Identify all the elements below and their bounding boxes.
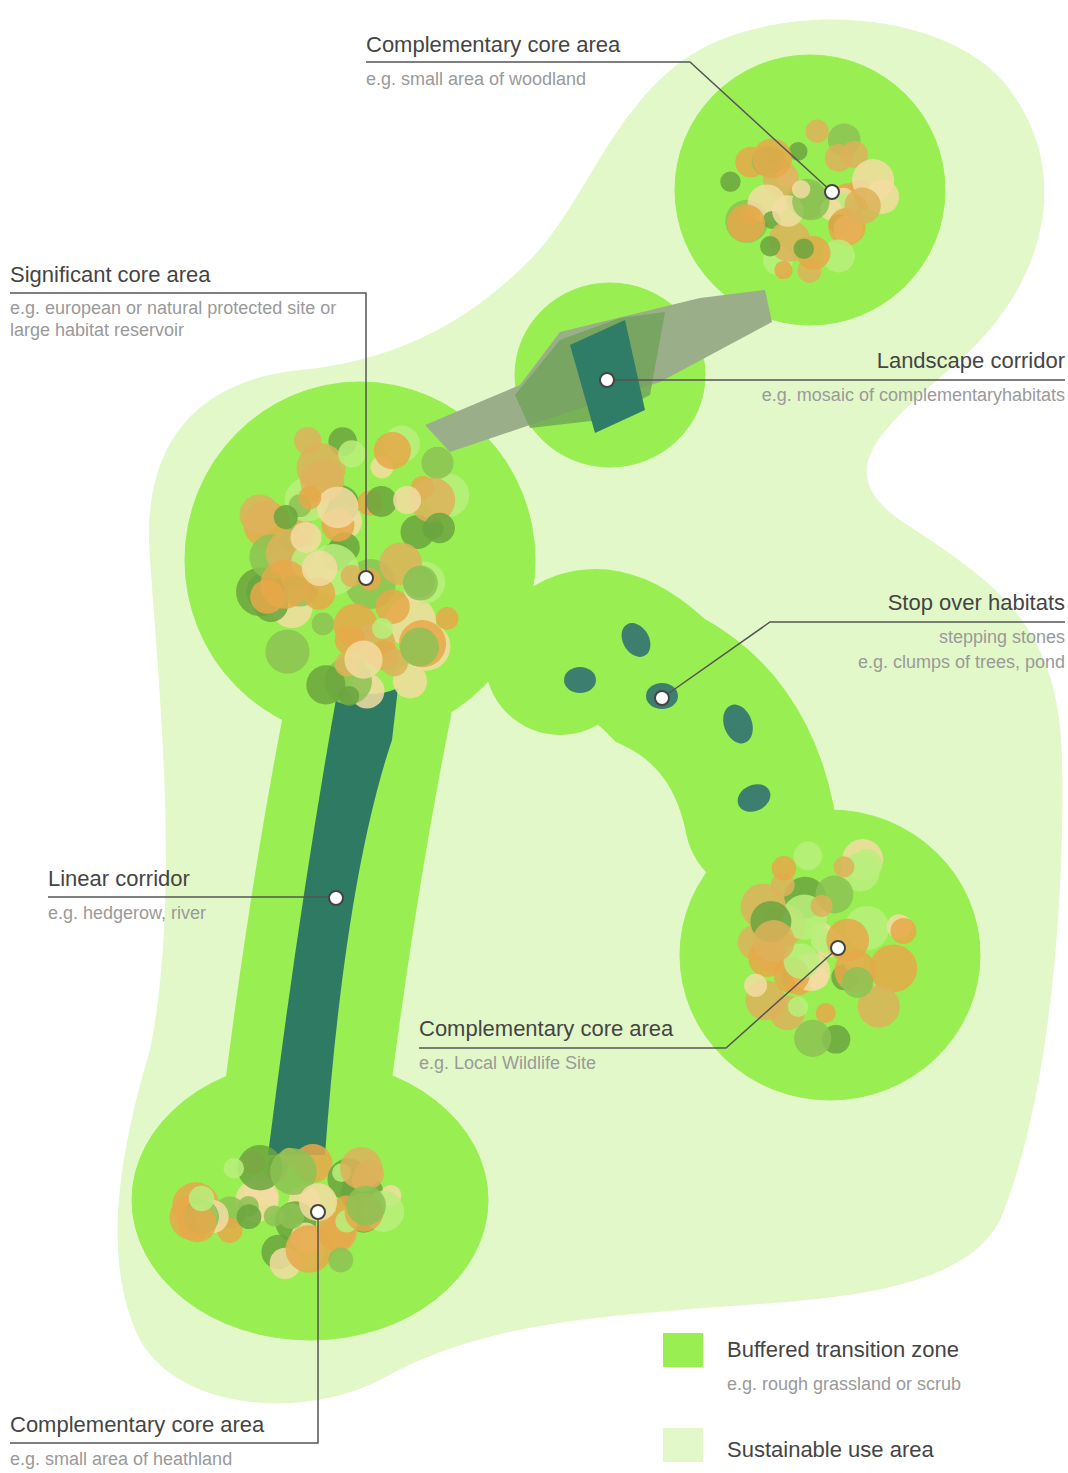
habitat-circle — [299, 1183, 337, 1221]
callout-title: Stop over habitats — [888, 590, 1065, 616]
habitat-circle — [299, 486, 322, 509]
legend-text: Sustainable use area — [727, 1437, 934, 1463]
callout-note: e.g. european or natural protected site … — [10, 297, 340, 341]
habitat-circle — [744, 974, 767, 997]
habitat-circle — [374, 432, 411, 469]
habitat-circle — [400, 628, 439, 667]
leader-lines — [10, 62, 1065, 1443]
habitat-circle — [834, 856, 855, 877]
habitat-circle — [794, 239, 814, 259]
callout-title: Landscape corridor — [877, 348, 1065, 374]
habitat-circle — [792, 180, 810, 198]
callout-title: Complementary core area — [419, 1016, 673, 1042]
habitat-circle — [772, 856, 797, 881]
habitat-circle — [359, 568, 382, 591]
habitat-circle — [421, 447, 453, 479]
habitat-circle — [328, 1248, 353, 1273]
habitat-circle — [852, 849, 882, 879]
callout-note: stepping stones — [939, 626, 1065, 648]
habitat-circle — [372, 618, 393, 639]
callout-note: e.g. Local Wildlife Site — [419, 1052, 596, 1074]
habitat-circle — [436, 607, 459, 630]
habitat-circle — [794, 842, 823, 871]
habitat-circle — [788, 997, 808, 1017]
linear-corridor-shape — [268, 688, 398, 1155]
habitat-circle — [825, 144, 853, 172]
habitat-circle — [317, 486, 359, 528]
legend-text: Buffered transition zone — [727, 1337, 959, 1363]
habitat-circle — [265, 630, 309, 674]
habitat-circle — [286, 1225, 334, 1273]
habitat-circle — [312, 613, 335, 636]
landscape-corridor-shape — [425, 290, 772, 452]
habitat-circle — [816, 1003, 836, 1023]
legend-swatch — [663, 1428, 703, 1462]
habitat-circle — [240, 495, 280, 535]
callout-note: e.g. small area of heathland — [10, 1448, 232, 1470]
legend-swatch — [663, 1333, 703, 1367]
habitat-circle — [399, 620, 446, 667]
callout-note: e.g. hedgerow, river — [48, 902, 206, 924]
callout-note: e.g. rough grassland or scrub — [727, 1373, 961, 1395]
habitat-circle — [752, 139, 792, 179]
habitat-circle — [424, 513, 455, 544]
habitat-circle — [794, 1020, 831, 1057]
callout-note: e.g. mosaic of complementaryhabitats — [762, 384, 1065, 406]
habitat-circle — [870, 944, 918, 992]
habitat-circle — [720, 172, 740, 192]
habitat-circle — [826, 919, 869, 962]
habitat-circle — [404, 567, 435, 598]
habitat-circle — [274, 505, 298, 529]
callout-title: Linear corridor — [48, 866, 190, 892]
habitat-circle — [340, 1147, 382, 1189]
buffer-zones — [132, 55, 980, 1340]
habitat-circle — [189, 1186, 215, 1212]
habitat-circle — [811, 895, 833, 917]
callout-title: Significant core area — [10, 262, 211, 288]
habitat-circle — [844, 188, 880, 224]
habitat-circle — [774, 261, 792, 279]
habitat-circle — [753, 920, 795, 962]
habitat-circle — [842, 967, 873, 998]
habitat-circle — [237, 1204, 262, 1229]
habitat-circle — [727, 204, 765, 242]
callout-title: Complementary core area — [366, 32, 620, 58]
callout-dots — [311, 185, 845, 1219]
callout-note: e.g. small area of woodland — [366, 68, 586, 90]
habitat-circle — [291, 522, 322, 553]
habitat-circle — [403, 566, 438, 601]
stepping-stones — [564, 618, 775, 817]
habitat-circle — [302, 551, 337, 586]
habitat-circle — [344, 641, 382, 679]
habitat-circle — [250, 580, 284, 614]
sustainable-use-area — [118, 20, 1063, 1404]
habitat-circle — [760, 236, 780, 256]
habitat-circle — [338, 440, 365, 467]
habitat-circle — [366, 486, 397, 517]
habitat-circle — [346, 1186, 386, 1226]
habitat-circle — [224, 1158, 245, 1179]
habitat-circle — [393, 486, 421, 514]
habitat-circle — [806, 120, 829, 143]
habitat-circle — [891, 918, 917, 944]
callout-note: e.g. clumps of trees, pond — [858, 651, 1065, 673]
callout-title: Complementary core area — [10, 1412, 264, 1438]
